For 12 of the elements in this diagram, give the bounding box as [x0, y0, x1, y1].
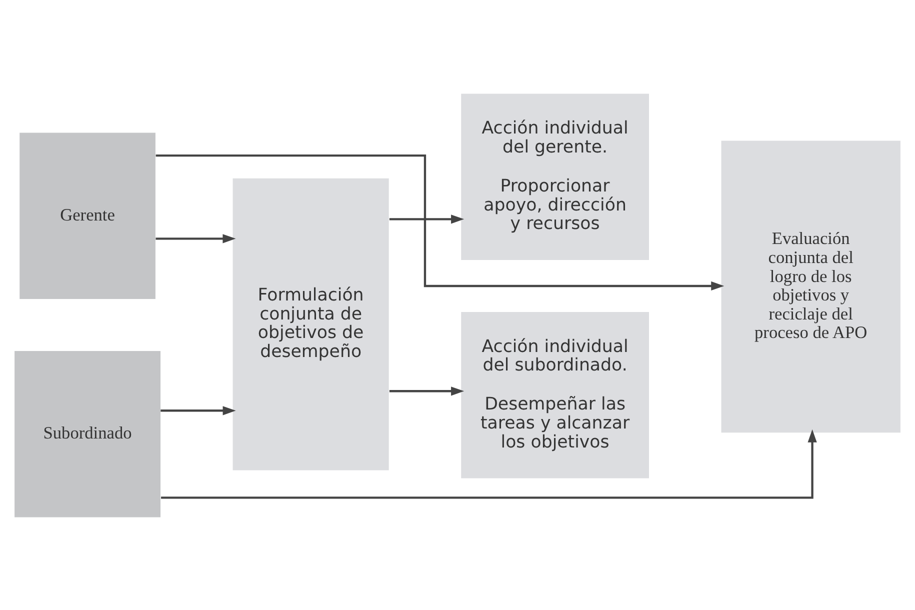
arrow: [389, 386, 464, 396]
node-box: Acción individual del subordinado. Desempeñar las tareas y alcanzar los objetivos: [461, 312, 649, 478]
arrow: [156, 234, 236, 243]
node-box: Formulación conjunta de objetivos de desempeño: [232, 178, 389, 470]
node-box: Acción individual del gerente. Proporcionar apoyo, dirección y recursos: [461, 93, 649, 260]
arrow: [161, 428, 817, 498]
arrow: [156, 154, 724, 290]
arrow: [389, 214, 464, 224]
node-box: Evaluación conjunta del logro de los objetivos y reciclaje del proceso de APO: [721, 140, 900, 432]
node-box: Subordinado: [14, 350, 161, 517]
arrow: [160, 406, 236, 415]
node-box: Gerente: [20, 132, 156, 298]
